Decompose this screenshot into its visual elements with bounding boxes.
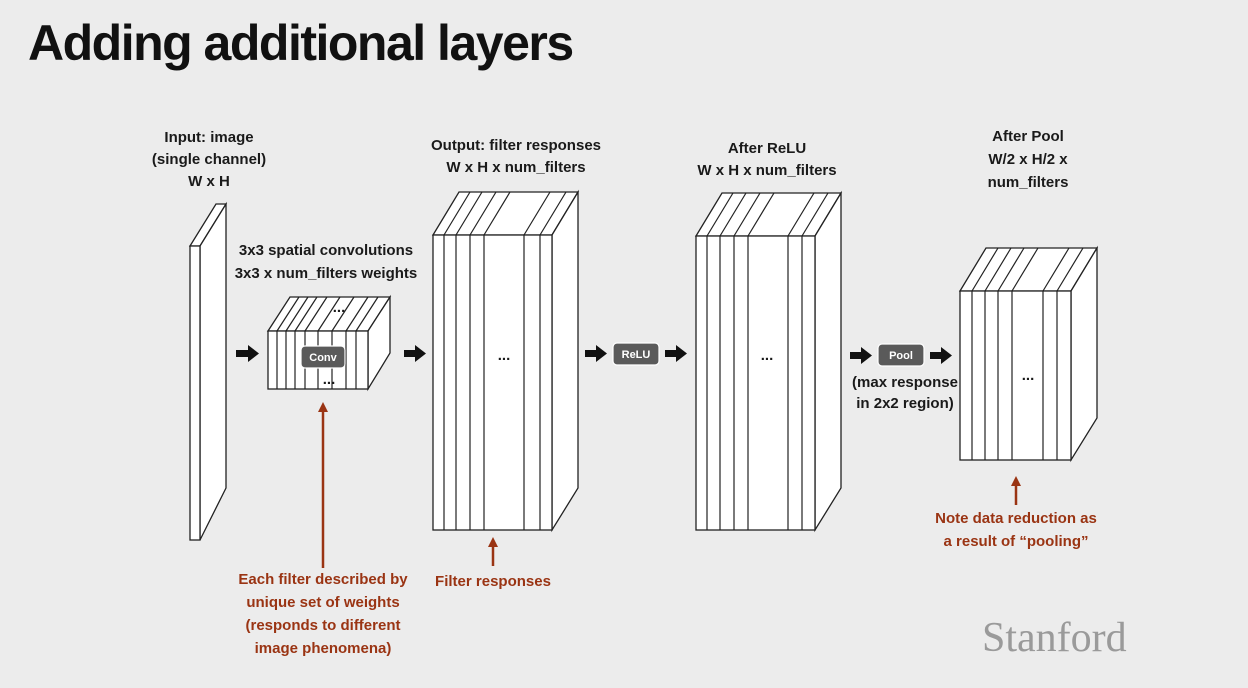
relu-slice-top-line <box>801 192 829 237</box>
note-filters-2: unique set of weights <box>246 594 399 611</box>
input-label-2: (single channel) <box>152 151 266 168</box>
pool-label-3: num_filters <box>988 174 1069 191</box>
output-slice-top-line <box>469 191 497 236</box>
output-slice-top-line <box>539 191 567 236</box>
input-image-slab <box>188 201 228 541</box>
relu-label-2: W x H x num_filters <box>697 162 836 179</box>
note-reduction-1: Note data reduction as <box>935 510 1097 527</box>
conv-op-label: Conv <box>309 352 337 364</box>
output-label-1: Output: filter responses <box>431 137 601 154</box>
input-label-3: W x H <box>188 173 230 190</box>
conv-slice-top-line <box>317 296 341 332</box>
note-filters-3: (responds to different <box>245 617 400 634</box>
pool-slice-top-line <box>1056 247 1084 292</box>
conv-op-pill: Conv <box>300 345 346 369</box>
relu-slice-top-line <box>706 192 734 237</box>
pool-ellipsis: ... <box>1022 367 1035 384</box>
relu-op-pill: ReLU <box>612 342 660 366</box>
pool-op-label: Pool <box>889 350 913 362</box>
pool-slice-top-line <box>984 247 1012 292</box>
conv-slice-top-line <box>304 296 328 332</box>
input-label-1: Input: image <box>164 129 253 146</box>
flow-arrow-relu-pool <box>850 347 872 364</box>
relu-slice-top-line <box>719 192 747 237</box>
output-ellipsis: ... <box>498 347 511 364</box>
conv-bottom-ellipsis: ... <box>323 371 336 388</box>
pool-slice-top-line <box>971 247 999 292</box>
pool-slice-top-line <box>1042 247 1070 292</box>
pool-label-1: After Pool <box>992 128 1064 145</box>
note-filters-1: Each filter described by <box>238 571 408 588</box>
flow-arrow-output-relu <box>585 345 607 362</box>
pool-desc-2: in 2x2 region) <box>856 395 954 412</box>
output-label-2: W x H x num_filters <box>446 159 585 176</box>
flow-arrow-pool-after <box>930 347 952 364</box>
relu-label-1: After ReLU <box>728 140 806 157</box>
output-slice-top-line <box>483 191 511 236</box>
output-slice-top-line <box>455 191 483 236</box>
slide-title: Adding additional layers <box>28 15 574 71</box>
flow-arrow-relu-after <box>665 345 687 362</box>
pool-volume-block <box>958 245 1099 463</box>
output-slice-top-line <box>443 191 471 236</box>
relu-slice-top-line <box>733 192 761 237</box>
flow-arrow-conv-output <box>404 345 426 362</box>
pool-slice-top-line <box>1011 247 1039 292</box>
conv-weights-label-2: 3x3 x num_filters weights <box>235 265 418 282</box>
pool-label-2: W/2 x H/2 x <box>988 151 1068 168</box>
pool-desc-1: (max response <box>852 374 958 391</box>
conv-slice-top-line <box>331 296 355 332</box>
conv-slice-top-line <box>355 296 379 332</box>
conv-weights-label-1: 3x3 spatial convolutions <box>239 242 413 259</box>
relu-slice-top-line <box>787 192 815 237</box>
pool-slice-top-line <box>997 247 1025 292</box>
relu-op-label: ReLU <box>622 349 651 361</box>
conv-slice-top-line <box>345 296 369 332</box>
relu-ellipsis: ... <box>761 347 774 364</box>
conv-slice-top-line <box>294 296 318 332</box>
output-volume-block <box>431 189 580 533</box>
conv-slice-top-line <box>276 296 300 332</box>
note-reduction-2: a result of “pooling” <box>944 533 1089 550</box>
note-responses: Filter responses <box>435 573 551 590</box>
relu-slice-top-line <box>747 192 775 237</box>
output-slice-top-line <box>523 191 551 236</box>
relu-volume-block <box>694 190 843 533</box>
flow-arrow-input-conv <box>236 345 259 362</box>
conv-top-ellipsis: ... <box>333 299 346 316</box>
conv-slice-top-line <box>285 296 309 332</box>
stanford-logo: Stanford <box>982 615 1127 661</box>
note-filters-4: image phenomena) <box>255 640 392 657</box>
pool-op-pill: Pool <box>877 343 925 367</box>
